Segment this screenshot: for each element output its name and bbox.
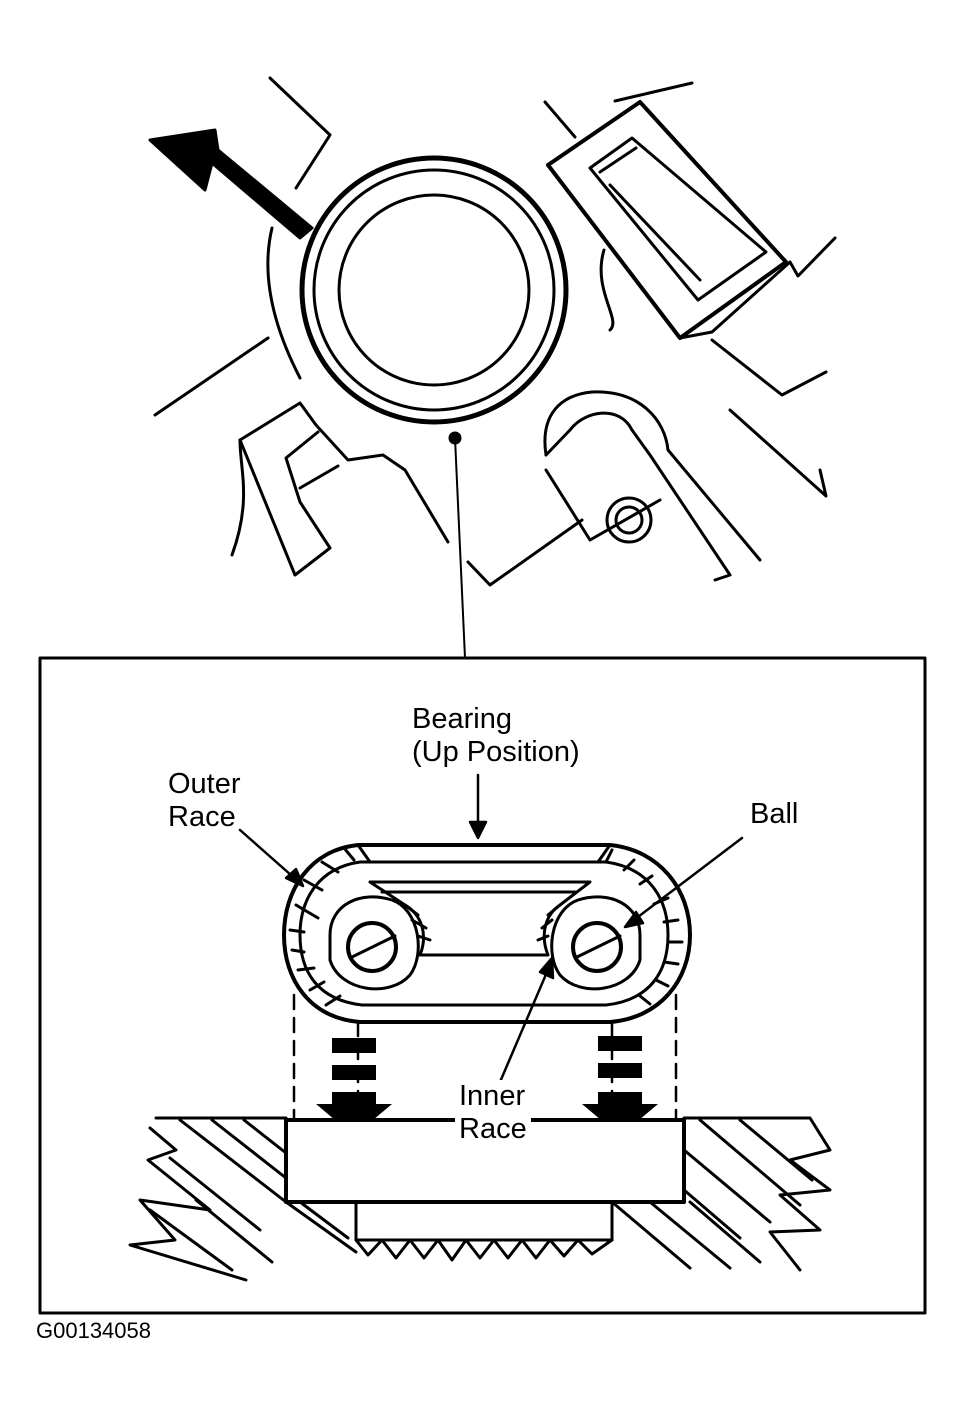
label-inner-race-line1: Inner [459,1080,526,1112]
label-bearing-line2: (Up Position) [412,736,580,768]
right-ball [571,921,623,973]
label-leaders [238,773,744,1084]
label-outer-race: Outer Race [168,768,241,834]
housing-view [148,76,837,659]
label-bearing: Bearing (Up Position) [412,703,580,769]
pointer-arrow [148,128,314,240]
bearing-cross-section [282,843,692,1024]
label-outer-race-line1: Outer [168,768,241,800]
bore-mid-ring [312,168,556,412]
left-ball [346,921,398,973]
detail-frame [38,656,927,1315]
bore-outer-ring [299,155,569,425]
label-outer-race-line2: Race [168,801,236,833]
label-ball: Ball [750,798,798,831]
figure-code: G00134058 [36,1318,151,1343]
bolt-hole [605,496,653,544]
right-block [546,100,788,340]
label-inner-race-line2: Race [459,1113,527,1145]
press-arrows [316,1036,658,1136]
label-ball-text: Ball [750,798,799,830]
bore-inner-ring [337,193,531,387]
label-inner-race: Inner Race [455,1080,531,1146]
label-bearing-line1: Bearing [412,703,512,735]
